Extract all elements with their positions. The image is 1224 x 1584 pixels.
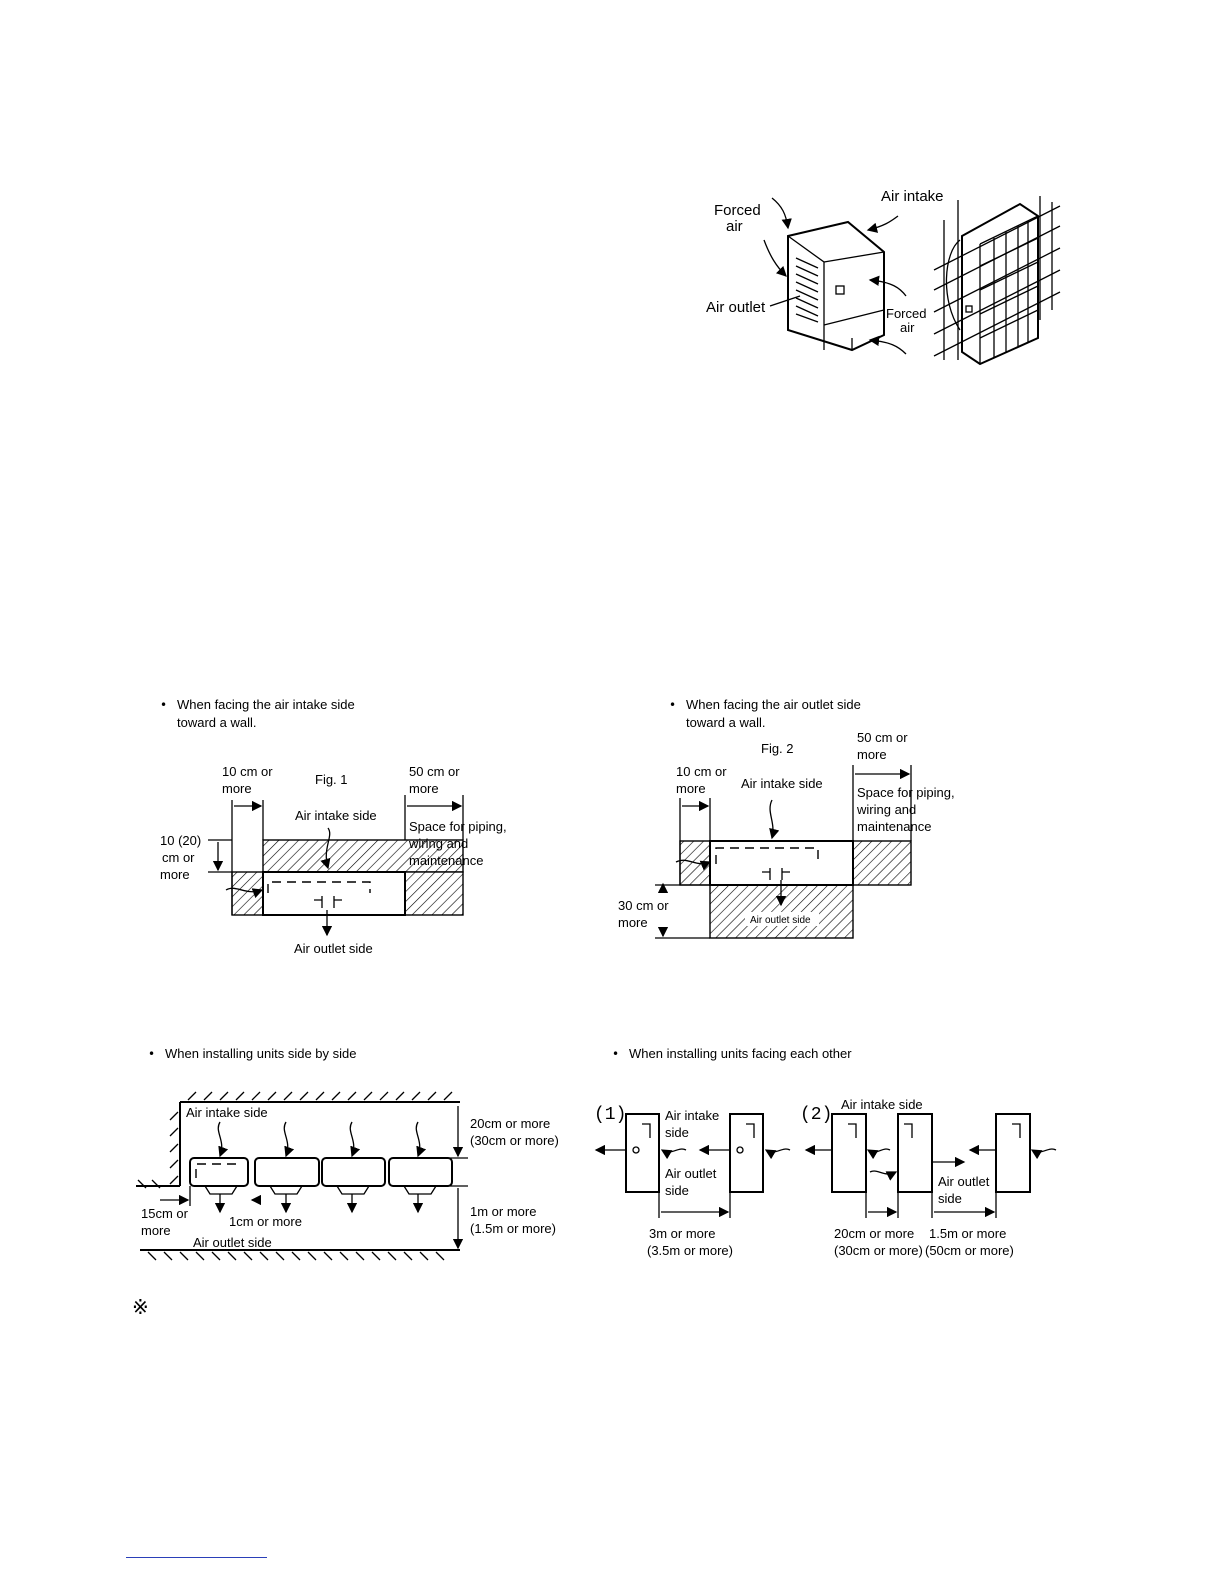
- fig2-bullet: •: [669, 698, 676, 712]
- sbs-left-gap-1: 15cm or: [141, 1206, 189, 1221]
- face-c2-gap-a-2: (30cm or more): [834, 1243, 923, 1258]
- face-c2-unit-2: [897, 1113, 933, 1193]
- sbs-intake-label: Air intake side: [186, 1105, 268, 1120]
- fig1-vertical-gap-3: more: [160, 867, 190, 882]
- fig1-left-gap-2: more: [222, 781, 252, 796]
- sbs-bullet: •: [148, 1047, 155, 1061]
- fig2-service-clearance-zone: [852, 840, 912, 886]
- fig2-service-2: wiring and: [856, 802, 916, 817]
- fig1-heading-2: toward a wall.: [177, 715, 256, 730]
- fig1-right-gap-2: more: [409, 781, 439, 796]
- fig1-unit: [262, 871, 406, 916]
- note-mark: ※: [132, 1295, 149, 1319]
- sbs-unit-2: [254, 1157, 320, 1187]
- fig1-service-1: Space for piping,: [409, 819, 507, 834]
- sbs-heading: When installing units side by side: [165, 1046, 357, 1061]
- fig2-left-gap-1: 10 cm or: [676, 764, 727, 779]
- fig1-vertical-gap-1: 10 (20): [160, 833, 201, 848]
- fig2-service-3: maintenance: [857, 819, 931, 834]
- face-c1-gap-1: 3m or more: [649, 1226, 715, 1241]
- sbs-top-gap-2: (30cm or more): [470, 1133, 559, 1148]
- sbs-bottom-gap-1: 1m or more: [470, 1204, 536, 1219]
- fig1-left-clearance-zone: [231, 871, 264, 916]
- face-c2-outlet-1: Air outlet: [938, 1174, 990, 1189]
- fig1-left-gap-1: 10 cm or: [222, 764, 273, 779]
- face-case-2: (2): [800, 1105, 832, 1125]
- fig2-outlet-toward-wall: • When facing the air outlet side toward…: [618, 697, 955, 939]
- face-c1-intake-1: Air intake: [665, 1108, 719, 1123]
- fig2-intake-label: Air intake side: [741, 776, 823, 791]
- air-intake-label: Air intake: [881, 188, 944, 205]
- face-c2-unit-1: [831, 1113, 867, 1193]
- fig1-service-2: wiring and: [408, 836, 468, 851]
- fig1-outlet-label: Air outlet side: [294, 941, 373, 956]
- fig1-bullet: •: [160, 698, 167, 712]
- sbs-unit-1: [189, 1157, 249, 1187]
- outdoor-unit-body: [787, 220, 885, 352]
- forced-air-label-top: Forced: [714, 202, 761, 219]
- face-c1-outlet-1: Air outlet: [665, 1166, 717, 1181]
- fig1-intake-label: Air intake side: [295, 808, 377, 823]
- fig1-vertical-gap-2: cm or: [162, 850, 195, 865]
- sbs-outlet-label: Air outlet side: [193, 1235, 272, 1250]
- sbs-top-gap-1: 20cm or more: [470, 1116, 550, 1131]
- face-bullet: •: [612, 1047, 619, 1061]
- forced-air-arrow-bottom: [868, 335, 907, 355]
- face-c2-intake: Air intake side: [841, 1097, 923, 1112]
- fig2-service-1: Space for piping,: [857, 785, 955, 800]
- fig2-heading-2: toward a wall.: [686, 715, 765, 730]
- face-c1-unit-right: [729, 1113, 764, 1193]
- outlet-louvers: [795, 257, 819, 323]
- fig1-heading-1: When facing the air intake side: [177, 697, 355, 712]
- fig2-front-gap-1: 30 cm or: [618, 898, 669, 913]
- face-c2-gap-b-2: (50cm or more): [925, 1243, 1014, 1258]
- forced-air-arrow-right: [868, 275, 907, 297]
- fig1-title: Fig. 1: [315, 772, 348, 787]
- forced-air-arrow-top: [771, 197, 792, 230]
- outdoor-unit-illustration: Forced air Air intake Air outlet Forced …: [706, 188, 1061, 366]
- fig1-intake-toward-wall: • When facing the air intake side toward…: [160, 697, 507, 956]
- sbs-left-gap-2: more: [141, 1223, 171, 1238]
- fig2-left-gap-2: more: [676, 781, 706, 796]
- wall-mounted-unit: [933, 196, 1061, 366]
- face-c2-unit-3: [995, 1113, 1031, 1193]
- fig2-heading-1: When facing the air outlet side: [686, 697, 861, 712]
- forced-air-label-right-2: air: [900, 320, 915, 335]
- air-intake-arrow: [866, 215, 899, 233]
- air-outlet-label: Air outlet: [706, 299, 766, 316]
- face-c1-intake-2: side: [665, 1125, 689, 1140]
- forced-air-label-right: Forced: [886, 306, 926, 321]
- face-c2-gap-b-1: 1.5m or more: [929, 1226, 1006, 1241]
- fig2-right-gap-1: 50 cm or: [857, 730, 908, 745]
- fig2-front-gap-2: more: [618, 915, 648, 930]
- fig2-title: Fig. 2: [761, 741, 794, 756]
- fig2-outlet-label: Air outlet side: [750, 915, 811, 926]
- sbs-bottom-gap-2: (1.5m or more): [470, 1221, 556, 1236]
- fig1-service-3: maintenance: [409, 853, 483, 868]
- face-case-1: (1): [594, 1105, 626, 1125]
- face-c1-gap-2: (3.5m or more): [647, 1243, 733, 1258]
- sbs-unit-3: [321, 1157, 386, 1187]
- air-outlet-leader: [769, 295, 801, 307]
- forced-air-label-top-2: air: [726, 218, 743, 235]
- forced-air-arrow-left: [763, 239, 787, 277]
- fig2-right-gap-2: more: [857, 747, 887, 762]
- side-by-side-installation: • When installing units side by side: [136, 1046, 559, 1261]
- fig1-service-clearance-zone: [404, 871, 464, 916]
- face-c2-outlet-2: side: [938, 1191, 962, 1206]
- fig1-right-gap-1: 50 cm or: [409, 764, 460, 779]
- footer-rule: [126, 1557, 267, 1558]
- face-c1-outlet-2: side: [665, 1183, 689, 1198]
- face-c2-gap-a-1: 20cm or more: [834, 1226, 914, 1241]
- face-c1-unit-left: [625, 1113, 660, 1193]
- facing-each-other-installation: • When installing units facing each othe…: [594, 1046, 1057, 1258]
- sbs-between-gap: 1cm or more: [229, 1214, 302, 1229]
- sbs-unit-4: [388, 1157, 453, 1187]
- face-heading: When installing units facing each other: [629, 1046, 852, 1061]
